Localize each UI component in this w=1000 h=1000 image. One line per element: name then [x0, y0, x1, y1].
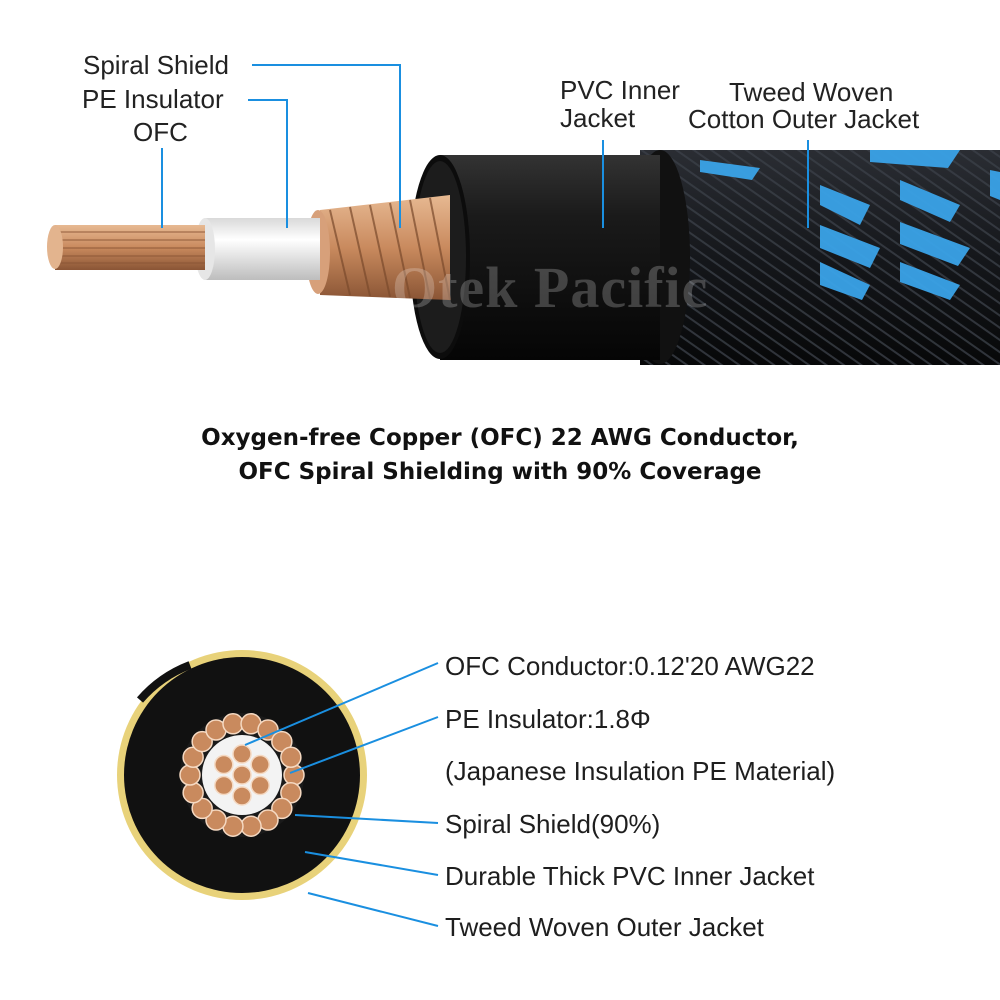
spec-ofc-conductor: OFC Conductor:0.12'20 AWG22: [445, 651, 815, 681]
label-tweed-line2: Cotton Outer Jacket: [688, 104, 920, 134]
label-pvc-inner-line1: PVC Inner: [560, 75, 680, 105]
spec-tweed-outer-jacket: Tweed Woven Outer Jacket: [445, 912, 764, 942]
shield-strand: [222, 713, 244, 735]
conductor-strand: [250, 754, 270, 775]
conductor-strand: [232, 744, 252, 764]
spec-spiral-shield: Spiral Shield(90%): [445, 809, 661, 839]
spec-pe-material: (Japanese Insulation PE Material): [445, 756, 836, 786]
caption-line2: OFC Spiral Shielding with 90% Coverage: [238, 459, 762, 485]
cable-cross-section: [117, 650, 367, 900]
conductor-strand: [214, 775, 234, 796]
label-spiral-shield: Spiral Shield: [83, 50, 229, 80]
shield-strand: [271, 797, 293, 820]
conductor-strand: [214, 754, 234, 775]
label-pvc-inner-line2: Jacket: [560, 103, 636, 133]
shield-strand: [280, 746, 302, 768]
shield-strand: [179, 764, 201, 786]
shield-strand: [205, 809, 227, 831]
watermark: Otek Pacific: [392, 255, 709, 320]
top-leader-lines: [161, 64, 809, 228]
spec-pvc-inner-jacket: Durable Thick PVC Inner Jacket: [445, 861, 815, 891]
caption-line1: Oxygen-free Copper (OFC) 22 AWG Conducto…: [201, 425, 799, 451]
pe-insulator: [195, 218, 320, 280]
label-tweed-line1: Tweed Woven: [729, 77, 894, 107]
shield-strand: [191, 730, 213, 753]
conductor-strand: [250, 775, 270, 796]
label-pe-insulator: PE Insulator: [82, 84, 224, 114]
conductor-strand: [232, 765, 252, 785]
shield-strand: [240, 815, 262, 837]
ofc-conductor: [47, 225, 205, 270]
shield-strand: [182, 782, 204, 804]
spec-pe-insulator: PE Insulator:1.8Φ: [445, 704, 651, 734]
bottom-leader-lines: [244, 662, 439, 927]
conductor-strand: [232, 786, 252, 806]
label-ofc: OFC: [133, 117, 188, 147]
